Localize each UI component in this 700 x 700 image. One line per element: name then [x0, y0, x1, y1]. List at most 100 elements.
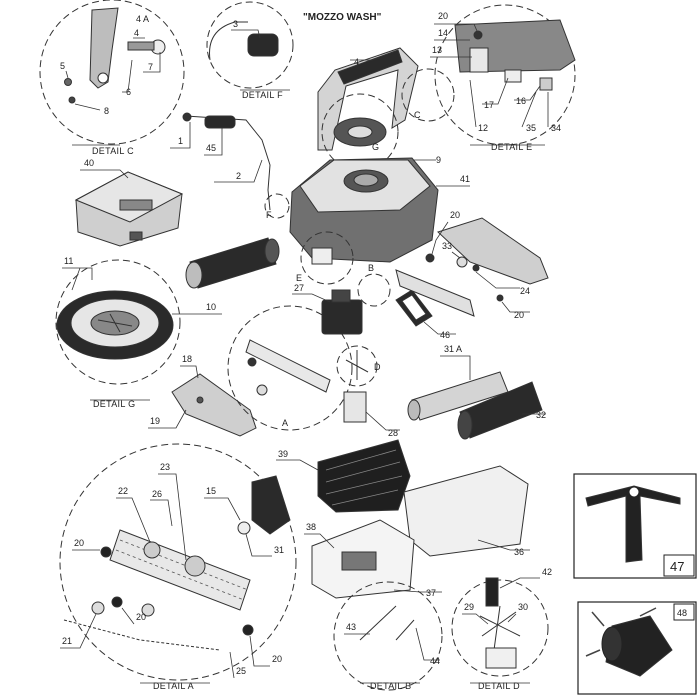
callout-41: 41	[460, 174, 470, 184]
detail-b-circle	[333, 581, 443, 691]
callout-9: 9	[436, 155, 441, 165]
hub-part	[97, 72, 109, 84]
callout-4a: 4 A	[136, 14, 149, 24]
callout-21: 21	[62, 636, 72, 646]
detail-e-circle	[434, 4, 576, 146]
motor-part	[321, 299, 363, 335]
right-screw2-part	[496, 294, 504, 302]
callout-20f: 20	[272, 654, 282, 664]
roller-end-right-part	[264, 238, 280, 264]
nut-a1-part	[100, 546, 112, 558]
detail-a-leaders	[60, 473, 272, 684]
detail-c-ref-circle	[401, 68, 455, 122]
impeller-hub-part	[347, 125, 373, 139]
detail-d-circle	[451, 579, 549, 677]
callout-30: 30	[518, 602, 528, 612]
callout-16: 16	[516, 96, 526, 106]
pump-housing-part	[343, 391, 367, 423]
basket-part	[317, 439, 411, 513]
detail-f-ref-circle	[264, 193, 290, 219]
callout-34: 34	[551, 123, 561, 133]
side-plate-part	[89, 7, 119, 89]
callout-29: 29	[464, 602, 474, 612]
callout-43: 43	[346, 622, 356, 632]
callout-33: 33	[442, 241, 452, 251]
axle-part	[127, 41, 155, 51]
inset-47-numbox	[663, 554, 695, 577]
callout-26: 26	[152, 489, 162, 499]
knob-part	[473, 30, 483, 40]
callout-6: 6	[126, 87, 131, 97]
hose-part	[209, 21, 248, 61]
callout-46: 46	[440, 330, 450, 340]
callout-24: 24	[520, 286, 530, 296]
right-track-part	[395, 269, 475, 317]
callout-48: 48	[677, 608, 687, 618]
gasket-inner-part	[401, 294, 427, 321]
callout-31: 31	[274, 545, 284, 555]
basket-mesh-part	[325, 449, 403, 506]
detail-f-label: DETAIL F	[242, 90, 283, 100]
t-handle-hole-part	[628, 486, 640, 498]
cover-top-part	[74, 171, 184, 223]
callout-8: 8	[104, 106, 109, 116]
handle-group	[317, 47, 419, 171]
side-plate-group	[171, 373, 257, 437]
detail-g-circle	[55, 259, 181, 385]
callout-14: 14	[438, 28, 448, 38]
motor-27-group	[321, 289, 363, 335]
roller-tube-end-part	[407, 399, 421, 421]
diagram-title: "MOZZO WASH"	[303, 12, 382, 23]
cap-screws-part	[585, 607, 657, 657]
callout-23: 23	[160, 462, 170, 472]
clip-part	[539, 77, 553, 91]
callout-32: 32	[536, 410, 546, 420]
side-cover-hole-part	[196, 396, 204, 404]
nut-a2-part	[111, 596, 123, 608]
inset-48-numbox	[673, 603, 695, 621]
gasket-leader	[423, 321, 456, 335]
detail-g-label: DETAIL G	[93, 399, 135, 409]
callout-la: A	[282, 418, 288, 428]
detail-b-ref-circle	[357, 273, 391, 307]
right-wheel-part	[456, 256, 468, 268]
callout-37: 37	[426, 588, 436, 598]
connector-part	[504, 69, 522, 83]
drive-track-treads-part	[115, 539, 249, 601]
roller-end-part	[185, 261, 203, 289]
inset-48-group	[577, 601, 697, 695]
callout-13: 13	[432, 45, 442, 55]
callout-20a: 20	[438, 11, 448, 21]
callout-le: E	[296, 273, 302, 283]
detail-c-circle	[39, 0, 185, 145]
callout-25: 25	[236, 666, 246, 676]
callout-40: 40	[84, 158, 94, 168]
motor-leader	[292, 293, 331, 303]
d-propeller-part	[479, 605, 521, 651]
pin-part	[359, 605, 397, 641]
callout-35: 35	[526, 123, 536, 133]
callout-20d: 20	[74, 538, 84, 548]
detail-a-ref-circle	[227, 305, 353, 431]
detail-b-label: DETAIL B	[370, 681, 411, 691]
basket-leader	[276, 459, 319, 471]
detail-e-leaders	[430, 23, 549, 146]
detail-d-group	[451, 577, 549, 677]
track-part	[245, 339, 331, 393]
callout-45: 45	[206, 143, 216, 153]
filter-group	[311, 465, 529, 599]
pump-leader	[365, 411, 400, 431]
detail-g-leaders	[62, 267, 222, 401]
callout-31a: 31 A	[444, 344, 462, 354]
nut-a3-part	[242, 624, 254, 636]
hose-tube-part	[185, 115, 271, 211]
detail-a-circle	[59, 443, 297, 681]
drive-wheel2-part	[184, 555, 206, 577]
callout-15: 15	[206, 486, 216, 496]
cover-40-leader	[80, 169, 129, 179]
switch-box-part	[311, 247, 333, 265]
callout-20c: 20	[514, 310, 524, 320]
callout-3: 3	[233, 19, 238, 29]
callout-27: 27	[294, 283, 304, 293]
